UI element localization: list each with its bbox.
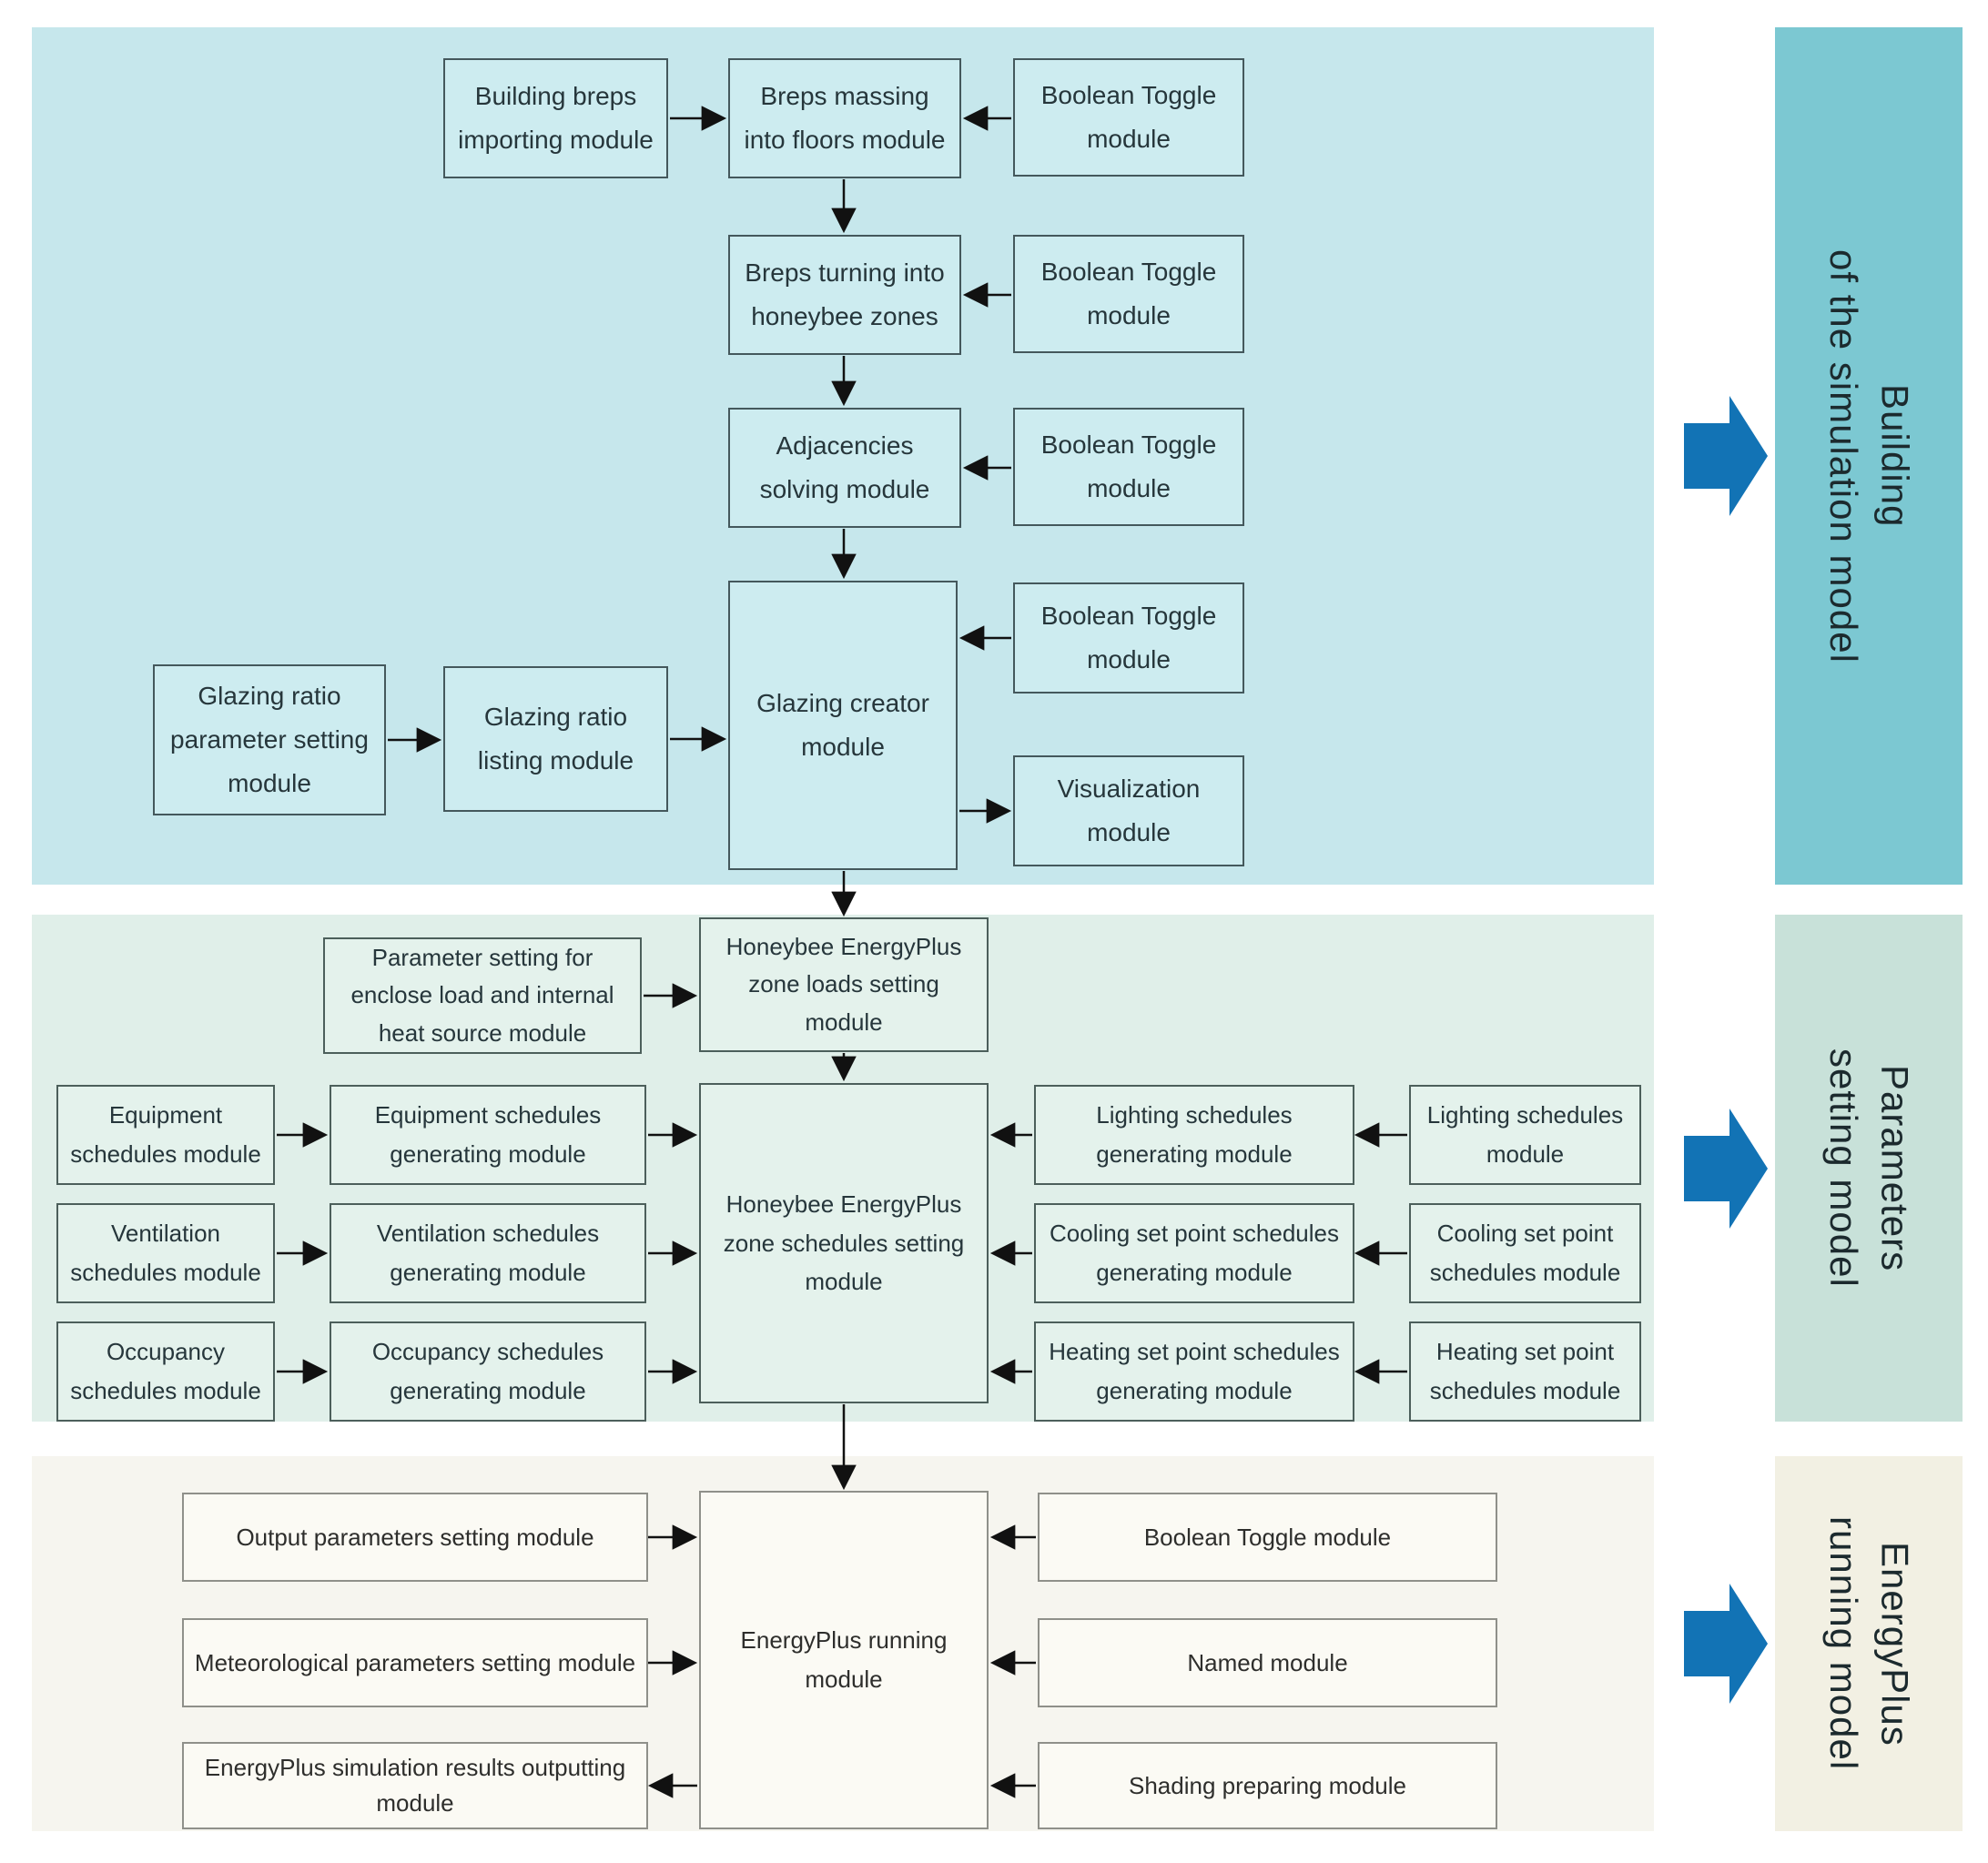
- box-named-module: Named module: [1038, 1618, 1497, 1707]
- box-building-breps-importing: Building breps importing module: [443, 58, 668, 178]
- parameters-side-label: Parameters setting model: [1817, 1048, 1920, 1288]
- parameters-side-label-line1: Parameters: [1873, 1064, 1917, 1272]
- box-glazing-ratio-listing: Glazing ratio listing module: [443, 666, 668, 812]
- box-boolean-toggle-1: Boolean Toggle module: [1013, 58, 1244, 177]
- box-energyplus-running: EnergyPlus running module: [699, 1491, 989, 1829]
- box-equipment-schedules: Equipment schedules module: [56, 1085, 275, 1185]
- box-occupancy-generating: Occupancy schedules generating module: [330, 1321, 646, 1422]
- box-adjacencies-solving: Adjacencies solving module: [728, 408, 961, 528]
- box-occupancy-schedules: Occupancy schedules module: [56, 1321, 275, 1422]
- building-side-panel: Building of the simulation model: [1775, 27, 1963, 885]
- box-ventilation-schedules: Ventilation schedules module: [56, 1203, 275, 1303]
- box-cooling-generating: Cooling set point schedules generating m…: [1034, 1203, 1354, 1303]
- box-boolean-toggle-4: Boolean Toggle module: [1013, 582, 1244, 694]
- box-output-parameters: Output parameters setting module: [182, 1493, 648, 1582]
- box-visualization: Visualization module: [1013, 755, 1244, 866]
- box-zone-loads-setting: Honeybee EnergyPlus zone loads setting m…: [699, 917, 989, 1052]
- box-heating-schedules: Heating set point schedules module: [1409, 1321, 1641, 1422]
- box-breps-massing: Breps massing into floors module: [728, 58, 961, 178]
- box-glazing-creator: Glazing creator module: [728, 581, 958, 870]
- box-heating-generating: Heating set point schedules generating m…: [1034, 1321, 1354, 1422]
- big-arrow-parameters-icon: [1684, 1109, 1768, 1229]
- energyplus-side-label: EnergyPlus running model: [1817, 1516, 1920, 1770]
- box-parameter-setting-enclose: Parameter setting for enclose load and i…: [323, 937, 642, 1054]
- building-side-label-line2: of the simulation model: [1822, 248, 1865, 663]
- energyplus-side-panel: EnergyPlus running model: [1775, 1456, 1963, 1831]
- box-ventilation-generating: Ventilation schedules generating module: [330, 1203, 646, 1303]
- box-breps-turning: Breps turning into honeybee zones: [728, 235, 961, 355]
- box-boolean-toggle-5: Boolean Toggle module: [1038, 1493, 1497, 1582]
- building-side-label-line1: Building: [1873, 384, 1917, 528]
- box-boolean-toggle-3: Boolean Toggle module: [1013, 408, 1244, 526]
- big-arrow-building-icon: [1684, 396, 1768, 516]
- big-arrow-energyplus-icon: [1684, 1584, 1768, 1704]
- box-meteorological-parameters: Meteorological parameters setting module: [182, 1618, 648, 1707]
- parameters-side-panel: Parameters setting model: [1775, 915, 1963, 1422]
- box-zone-schedules-setting: Honeybee EnergyPlus zone schedules setti…: [699, 1083, 989, 1403]
- box-boolean-toggle-2: Boolean Toggle module: [1013, 235, 1244, 353]
- building-side-label: Building of the simulation model: [1817, 249, 1920, 663]
- energyplus-side-label-line1: EnergyPlus: [1873, 1541, 1917, 1747]
- box-equipment-generating: Equipment schedules generating module: [330, 1085, 646, 1185]
- box-shading-preparing: Shading preparing module: [1038, 1742, 1497, 1829]
- box-lighting-schedules: Lighting schedules module: [1409, 1085, 1641, 1185]
- box-glazing-ratio-parameter: Glazing ratio parameter setting module: [153, 664, 386, 815]
- parameters-side-label-line2: setting model: [1822, 1048, 1865, 1288]
- box-cooling-schedules: Cooling set point schedules module: [1409, 1203, 1641, 1303]
- energyplus-side-label-line2: running model: [1822, 1516, 1865, 1771]
- box-results-outputting: EnergyPlus simulation results outputting…: [182, 1742, 648, 1829]
- box-lighting-generating: Lighting schedules generating module: [1034, 1085, 1354, 1185]
